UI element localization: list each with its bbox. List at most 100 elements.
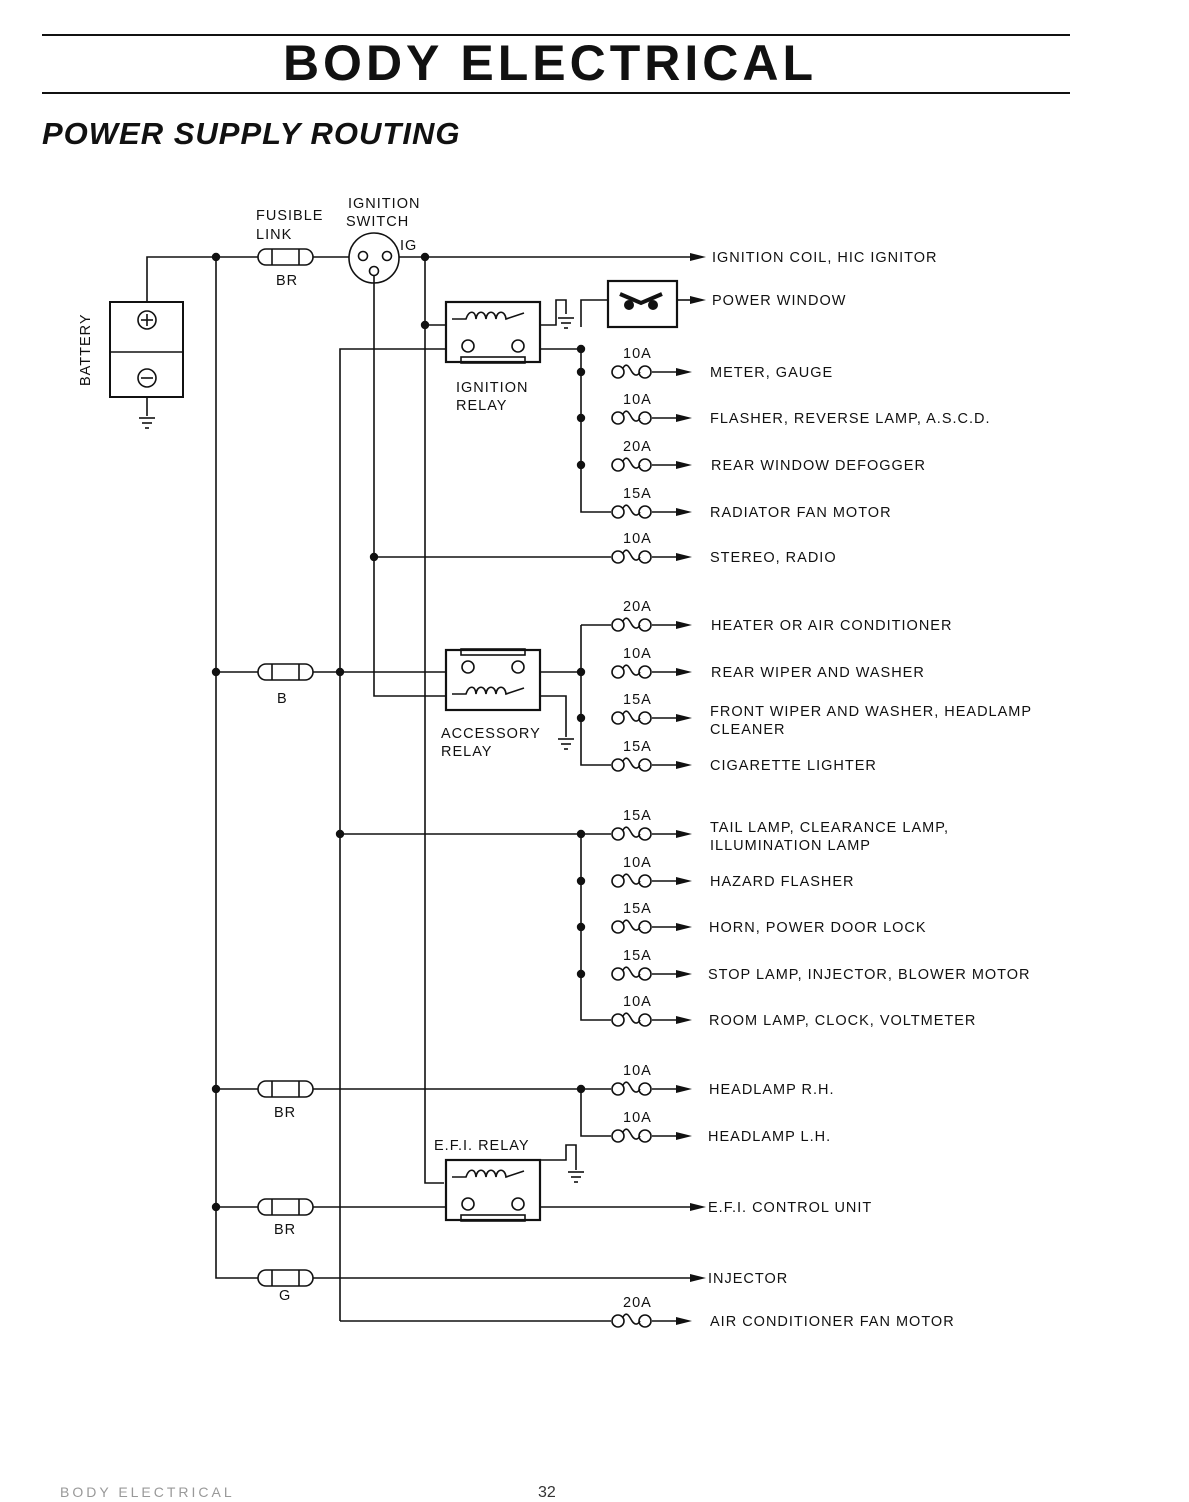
fuse-rating: 10A xyxy=(623,1110,652,1126)
acc-feed-vertical xyxy=(373,275,447,697)
relay-contact xyxy=(461,339,475,353)
load-label: HEADLAMP R.H. xyxy=(709,1082,835,1098)
fuse-rating: 10A xyxy=(623,855,652,871)
acc-relay-bus xyxy=(580,625,611,766)
load-label: TAIL LAMP, CLEARANCE LAMP, xyxy=(710,820,949,836)
load-label: INJECTOR xyxy=(708,1271,788,1287)
page-title: BODY ELECTRICAL xyxy=(282,35,818,91)
fusible-link-body xyxy=(257,1269,314,1287)
fuse-icon xyxy=(611,1012,652,1027)
fuse-rating: 15A xyxy=(623,486,652,502)
junction-dot xyxy=(576,667,586,677)
acc-relay-ground-wire xyxy=(541,695,567,737)
fuse-icon xyxy=(611,966,652,981)
ignition-switch-body xyxy=(348,232,400,284)
arrow-head xyxy=(690,1274,706,1282)
battery-positive-wire xyxy=(146,256,258,302)
arrow-head xyxy=(676,553,692,561)
footer-section: BODY ELECTRICAL xyxy=(60,1484,235,1500)
fusible-link-color-3: BR xyxy=(274,1105,296,1121)
title-rule xyxy=(42,92,1070,94)
junction-dot xyxy=(576,922,586,932)
fuse-rating: 15A xyxy=(623,948,652,964)
arrow-head xyxy=(676,830,692,838)
ig-terminal-label: IG xyxy=(400,238,417,254)
relay-armature xyxy=(460,1214,526,1222)
arrow-head xyxy=(676,1132,692,1140)
efi-relay xyxy=(444,1158,542,1222)
ign-relay-ground-wire xyxy=(537,299,567,326)
arrow-head xyxy=(676,1085,692,1093)
fusible-link-2 xyxy=(257,663,314,681)
ignition-relay-label-line1: IGNITION xyxy=(456,380,528,396)
ignition-relay xyxy=(444,300,542,364)
junction-dot xyxy=(576,344,586,354)
fuse-rating: 15A xyxy=(623,808,652,824)
fuse-icon xyxy=(611,617,652,632)
relay-armature xyxy=(460,648,526,656)
arrow-head xyxy=(676,668,692,676)
arrow-head xyxy=(690,296,706,304)
junction-dot xyxy=(576,367,586,377)
b-bus xyxy=(580,834,611,1021)
fusible-link-color-5: G xyxy=(279,1288,291,1304)
efi-relay-ground-wire xyxy=(538,1144,577,1170)
relay-coil xyxy=(452,1169,525,1179)
fusible-link-label-line1: FUSIBLE xyxy=(256,208,323,224)
fusible-link-body xyxy=(257,1080,314,1098)
fuse-rating: 10A xyxy=(623,1063,652,1079)
load-label: HAZARD FLASHER xyxy=(710,874,855,890)
fuse-icon xyxy=(611,504,652,519)
fuse-rating: 15A xyxy=(623,692,652,708)
battery-negative xyxy=(137,368,157,388)
wires xyxy=(146,252,690,1322)
relay-contact xyxy=(511,660,525,674)
battery-label: BATTERY xyxy=(78,313,94,386)
battery-box xyxy=(109,301,184,398)
fusible-link-1 xyxy=(257,248,314,266)
circuit-breaker-symbol xyxy=(606,279,679,329)
fuse-icon xyxy=(611,826,652,841)
ignition-switch-label-line2: SWITCH xyxy=(346,214,409,230)
fusible-link-3 xyxy=(257,1080,314,1098)
relay-armature xyxy=(460,356,526,364)
load-label: RADIATOR FAN MOTOR xyxy=(710,505,892,521)
load-label: STOP LAMP, INJECTOR, BLOWER MOTOR xyxy=(708,967,1031,983)
junction-dot xyxy=(576,969,586,979)
fusible-link-color-4: BR xyxy=(274,1222,296,1238)
headlamp-bus xyxy=(580,1089,611,1137)
arrow-head xyxy=(676,1317,692,1325)
load-label: HEATER OR AIR CONDITIONER xyxy=(711,618,952,634)
load-label: IGNITION COIL, HIC IGNITOR xyxy=(712,250,938,266)
fusible-link-body xyxy=(257,663,314,681)
arrow-head xyxy=(676,970,692,978)
fuse-rating: 15A xyxy=(623,901,652,917)
fusible-link-color-1: BR xyxy=(276,273,298,289)
arrow-head xyxy=(676,1016,692,1024)
relay-box xyxy=(444,300,542,364)
load-label: HORN, POWER DOOR LOCK xyxy=(709,920,927,936)
relay-box xyxy=(444,648,542,712)
load-label: REAR WINDOW DEFOGGER xyxy=(711,458,926,474)
fusible-link-body xyxy=(257,248,314,266)
relay-coil xyxy=(452,311,525,321)
fusible-link-5 xyxy=(257,1269,314,1287)
arrow-head xyxy=(676,621,692,629)
arrow-head xyxy=(676,368,692,376)
arrow-head xyxy=(676,714,692,722)
section-title: POWER SUPPLY ROUTING xyxy=(42,116,461,151)
accessory-relay-label-line2: RELAY xyxy=(441,744,492,760)
junction-dot xyxy=(576,460,586,470)
load-label: CLEANER xyxy=(710,722,786,738)
load-label: HEADLAMP L.H. xyxy=(708,1129,831,1145)
ign-relay-contact-feed xyxy=(339,348,446,1321)
fuse-rating: 20A xyxy=(623,599,652,615)
relay-contact xyxy=(461,1197,475,1211)
fuse-icon xyxy=(611,919,652,934)
arrow-head xyxy=(676,461,692,469)
fuse-rating: 10A xyxy=(623,994,652,1010)
arrow-head xyxy=(676,508,692,516)
fuse-rating: 15A xyxy=(623,739,652,755)
load-label: FLASHER, REVERSE LAMP, A.S.C.D. xyxy=(710,411,991,427)
arrow-head xyxy=(690,1203,706,1211)
